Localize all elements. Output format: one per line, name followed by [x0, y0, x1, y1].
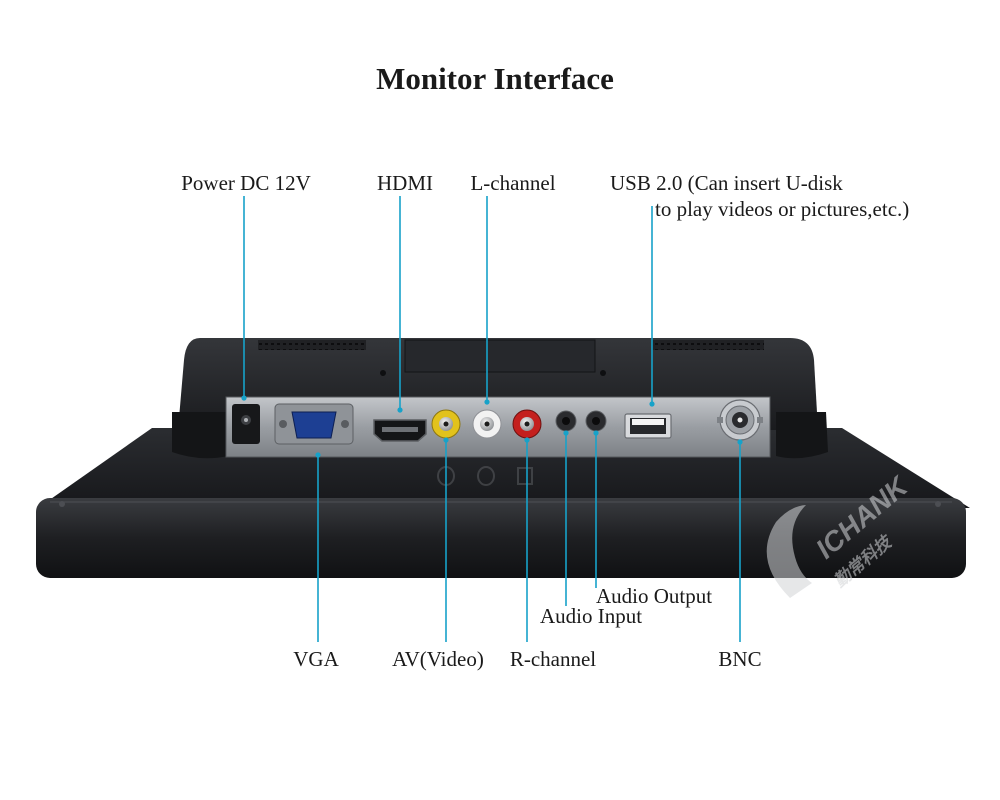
- housing-screw: [380, 370, 386, 376]
- leader-lines: [243, 196, 741, 642]
- label-av-video: AV(Video): [392, 647, 484, 671]
- label-bnc: BNC: [718, 647, 761, 671]
- label-usb-line-2: to play videos or pictures,etc.): [655, 197, 909, 221]
- label-audio-input: Audio Input: [540, 604, 642, 628]
- label-r-channel: R-channel: [510, 647, 596, 671]
- right-foot: [776, 412, 828, 459]
- label-vga: VGA: [293, 647, 339, 671]
- corner-screw: [59, 501, 65, 507]
- rca-red-port: [512, 409, 542, 439]
- vent-grill: [258, 340, 366, 350]
- housing-screw: [600, 370, 606, 376]
- port-panel: [225, 396, 771, 458]
- brand-logo-icon: [766, 505, 812, 598]
- rca-yellow-port: [431, 409, 461, 439]
- hdmi-port: [373, 419, 427, 442]
- label-l-channel: L-channel: [470, 171, 555, 195]
- audio-input-jack: [555, 410, 577, 432]
- label-usb-line-1: USB 2.0 (Can insert U-disk: [610, 171, 843, 195]
- usb-port: [624, 413, 672, 439]
- label-hdmi: HDMI: [377, 171, 433, 195]
- dc-power-port: [232, 404, 260, 444]
- label-power-dc-12v: Power DC 12V: [181, 171, 311, 195]
- audio-output-jack: [585, 410, 607, 432]
- rca-white-port: [472, 409, 502, 439]
- vga-port: [274, 403, 354, 445]
- monitor-front-edge: [36, 498, 966, 578]
- label-plate: [404, 339, 596, 373]
- left-foot: [172, 412, 228, 459]
- label-audio-output: Audio Output: [596, 584, 712, 608]
- corner-screw: [935, 501, 941, 507]
- vent-grill: [652, 340, 764, 350]
- bnc-port: [717, 399, 763, 441]
- leader-endpoints: [241, 395, 743, 458]
- page-title: Monitor Interface: [376, 61, 614, 96]
